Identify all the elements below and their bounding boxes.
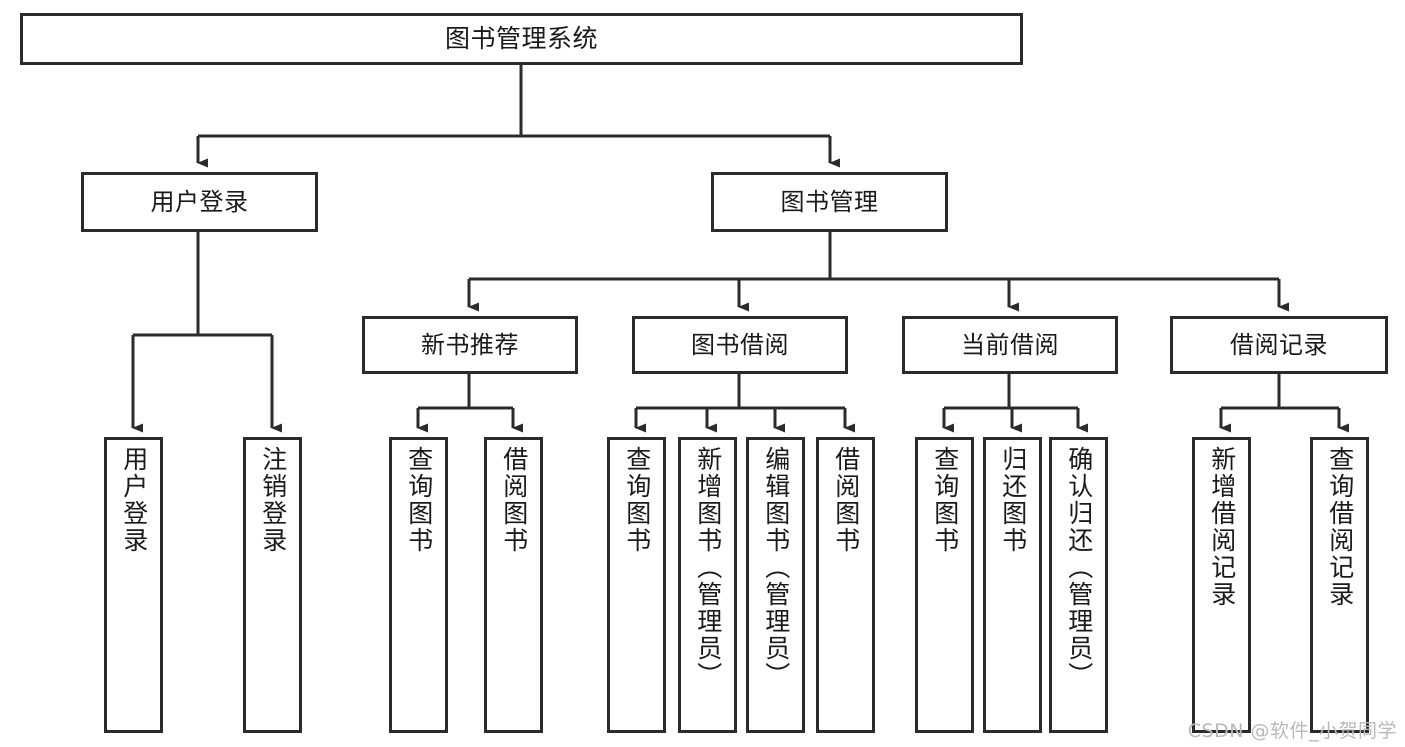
leaf-new-book-query-label: 查询图书 [404, 446, 434, 554]
leaf-borrow-add-book-label: 新增图书（管理员） [693, 446, 723, 689]
node-book-borrow[interactable]: 图书借阅 [632, 316, 848, 374]
leaf-user-login-login-label: 用户登录 [119, 446, 149, 554]
node-book-borrow-label: 图书借阅 [691, 330, 789, 359]
node-root[interactable]: 图书管理系统 [20, 13, 1023, 65]
leaf-borrow-add-book[interactable]: 新增图书（管理员） [678, 437, 737, 733]
node-book-management-label: 图书管理 [780, 187, 879, 216]
leaf-current-return-book[interactable]: 归还图书 [983, 437, 1042, 733]
leaf-record-add-label: 新增借阅记录 [1207, 446, 1237, 608]
leaf-borrow-query-book-label: 查询图书 [622, 446, 652, 554]
leaf-new-book-borrow-label: 借阅图书 [499, 446, 529, 554]
node-current-borrow[interactable]: 当前借阅 [902, 316, 1118, 374]
leaf-borrow-borrow-book[interactable]: 借阅图书 [816, 437, 875, 733]
leaf-user-login-login[interactable]: 用户登录 [104, 437, 163, 733]
leaf-new-book-query[interactable]: 查询图书 [389, 437, 448, 733]
leaf-current-query-book[interactable]: 查询图书 [915, 437, 974, 733]
leaf-user-login-logout-label: 注销登录 [258, 446, 288, 554]
node-current-borrow-label: 当前借阅 [961, 330, 1059, 359]
leaf-borrow-borrow-book-label: 借阅图书 [831, 446, 861, 554]
node-new-book-recommend-label: 新书推荐 [421, 330, 519, 359]
watermark: CSDN @软件_小贺同学 [1187, 720, 1397, 742]
leaf-borrow-edit-book-label: 编辑图书（管理员） [761, 446, 791, 689]
leaf-current-query-book-label: 查询图书 [930, 446, 960, 554]
node-book-management[interactable]: 图书管理 [711, 172, 948, 232]
leaf-borrow-query-book[interactable]: 查询图书 [607, 437, 666, 733]
node-user-login[interactable]: 用户登录 [81, 172, 318, 232]
leaf-new-book-borrow[interactable]: 借阅图书 [484, 437, 543, 733]
leaf-current-confirm-return-label: 确认归还（管理员） [1064, 446, 1094, 689]
leaf-record-query[interactable]: 查询借阅记录 [1310, 437, 1369, 733]
leaf-record-query-label: 查询借阅记录 [1325, 446, 1355, 608]
leaf-record-add[interactable]: 新增借阅记录 [1192, 437, 1251, 733]
node-borrow-record[interactable]: 借阅记录 [1170, 316, 1388, 374]
leaf-current-confirm-return[interactable]: 确认归还（管理员） [1049, 437, 1108, 733]
node-user-login-label: 用户登录 [150, 187, 249, 216]
leaf-borrow-edit-book[interactable]: 编辑图书（管理员） [746, 437, 805, 733]
leaf-user-login-logout[interactable]: 注销登录 [243, 437, 302, 733]
node-root-label: 图书管理系统 [444, 24, 598, 54]
node-borrow-record-label: 借阅记录 [1230, 330, 1328, 359]
leaf-current-return-book-label: 归还图书 [998, 446, 1028, 554]
node-new-book-recommend[interactable]: 新书推荐 [362, 316, 578, 374]
